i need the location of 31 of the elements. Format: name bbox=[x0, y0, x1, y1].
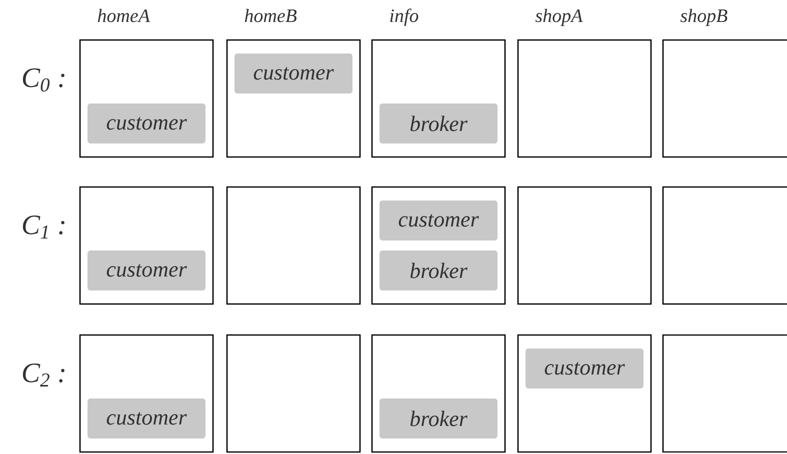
frame-box bbox=[79, 186, 214, 305]
frame-box bbox=[79, 334, 214, 453]
role-tag: customer bbox=[526, 348, 644, 388]
frame-box bbox=[517, 39, 652, 158]
frame-box bbox=[662, 334, 787, 453]
frame-box bbox=[371, 334, 506, 453]
column-header: homeB bbox=[244, 8, 297, 22]
frame-box bbox=[517, 334, 652, 453]
role-tag: customer bbox=[88, 250, 206, 290]
frame-box bbox=[226, 39, 361, 158]
role-tag: customer bbox=[234, 54, 352, 94]
frame-box bbox=[371, 186, 506, 305]
role-tag: broker bbox=[380, 250, 498, 290]
role-tag: customer bbox=[88, 104, 206, 144]
role-tag: customer bbox=[380, 200, 498, 240]
frame-box bbox=[371, 39, 506, 158]
frame-box bbox=[662, 39, 787, 158]
role-tag: customer bbox=[88, 398, 206, 438]
frame-box bbox=[226, 334, 361, 453]
frame-box bbox=[226, 186, 361, 305]
role-tag: broker bbox=[380, 104, 498, 144]
column-header: homeA bbox=[98, 8, 150, 22]
frame-box bbox=[79, 39, 214, 158]
row-label: C$_{1}$ : bbox=[22, 216, 64, 238]
row-label: C$_{0}$ : bbox=[22, 68, 64, 92]
frame-box bbox=[517, 186, 652, 305]
role-tag: broker bbox=[380, 398, 498, 438]
column-header: shopB bbox=[680, 8, 728, 26]
row-label: C$_{2}$ : bbox=[22, 364, 64, 386]
column-header: info bbox=[390, 8, 418, 26]
frame-box bbox=[662, 186, 787, 305]
